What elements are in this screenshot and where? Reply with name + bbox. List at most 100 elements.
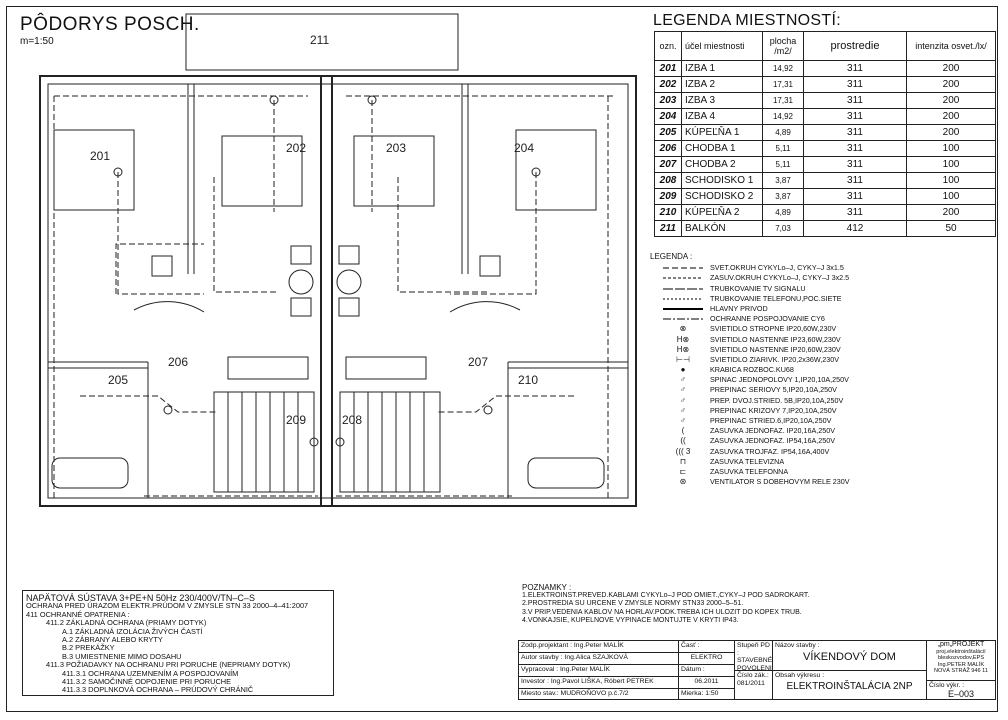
room-cell: 311 — [803, 60, 907, 77]
room-cell: 205 — [654, 124, 682, 141]
room-cell: 100 — [906, 156, 996, 173]
room-cell: 311 — [803, 124, 907, 141]
symbol-legend-text: HLAVNY PRIVOD — [710, 303, 768, 313]
room-cell: KÚPEĽŇA 2 — [681, 204, 763, 221]
rooms-legend-title: LEGENDA MIESTNOSTÍ: — [653, 12, 841, 29]
firm-line: NOVÁ STRÁŽ 946 11 — [934, 668, 988, 675]
symbol-legend-text: SVIETIDLO NASTENNE IP20,60W,230V — [710, 344, 841, 354]
title-block: Zodp.projektant : Ing.Peter MALÍK Autor … — [518, 640, 996, 700]
symbol-legend-text: PREP. DVOJ.STRIED. 5B,IP20,10A,250V — [710, 395, 844, 405]
symbol-legend-text: PREPINAC KRIZOVY 7,IP20,10A,250V — [710, 405, 837, 415]
col-header: účel miestnosti — [681, 31, 763, 61]
tb-label: Číslo výkr. : — [929, 682, 965, 689]
note-line: 1.ELEKTROINST.PREVED.KABLAMI CYKYLo–J PO… — [522, 592, 810, 600]
protection-box: NAPÄTOVÁ SÚSTAVA 3+PE+N 50Hz 230/400V/TN… — [22, 590, 334, 696]
symbol-legend-text: SPINAC JEDNOPOLOVY 1,IP20,10A,250V — [710, 375, 849, 385]
col-header: prostredie — [803, 31, 907, 61]
symbol-legend-row: ♂ PREPINAC KRIZOVY 7,IP20,10A,250V — [650, 406, 995, 416]
symbol-icon: ♂ — [680, 416, 686, 426]
room-cell: 311 — [803, 92, 907, 109]
symbol-legend-row: TRUBKOVANIE TV SIGNALU — [650, 284, 995, 294]
protection-line: 411.2 ZÁKLADNÁ OCHRANA (PRIAMY DOTYK) — [46, 618, 207, 628]
col-header: intenzita osvet./lx/ — [906, 31, 996, 61]
symbol-icon: ⊏ — [679, 466, 687, 476]
symbol-legend-text: KRABICA ROZBOC.KU68 — [710, 365, 794, 375]
symbol-legend-text: SVIETIDLO STROPNE IP20,60W,230V — [710, 324, 837, 334]
tb-value: Ing.Alica SZAJKOVÁ — [564, 654, 628, 661]
room-label-210: 210 — [518, 373, 538, 387]
room-cell: 202 — [654, 76, 682, 93]
room-cell: 17,31 — [762, 92, 804, 109]
protection-line: A.1 ZÁKLADNÁ IZOLÁCIA ŽIVÝCH ČASTÍ — [62, 626, 203, 636]
voltage-system: NAPÄTOVÁ SÚSTAVA 3+PE+N 50Hz 230/400V/TN… — [26, 593, 255, 603]
tb-label: Vypracoval : — [521, 666, 559, 673]
notes-title: POZNAMKY : — [522, 583, 572, 592]
symbol-icon: H⊗ — [676, 344, 690, 354]
symbol-icon: ((( 3 — [675, 446, 691, 456]
room-cell: 201 — [654, 60, 682, 77]
room-cell: BALKÓN — [681, 220, 763, 237]
tb-label: Obsah výkresu : — [775, 672, 825, 679]
col-header: ozn. — [654, 31, 682, 61]
room-cell: 311 — [803, 108, 907, 125]
symbol-legend-text: TRUBKOVANIE TV SIGNALU — [710, 283, 806, 293]
line-style-icon — [662, 265, 704, 271]
symbol-legend-text: VENTILATOR S DOBEHOVYM RELE 230V — [710, 477, 850, 487]
symbol-legend-title: LEGENDA : — [650, 252, 693, 261]
note-line: 4.VONKAJSIE, KUPELNOVE VYPINACE MONTUJTE… — [522, 616, 739, 624]
symbol-legend-text: ZASUVKA TELEFONNA — [710, 466, 789, 476]
symbol-legend-text: SVIETIDLO ZIARIVK. IP20,2x36W,230V — [710, 354, 840, 364]
symbol-legend-row: ⊢⊣SVIETIDLO ZIARIVK. IP20,2x36W,230V — [650, 355, 995, 365]
room-cell: 311 — [803, 140, 907, 157]
symbol-icon: ♂ — [680, 395, 686, 405]
room-cell: 200 — [906, 204, 996, 221]
room-cell: 412 — [803, 220, 907, 237]
line-style-icon — [662, 275, 704, 281]
room-cell: 311 — [803, 172, 907, 189]
room-cell: 100 — [906, 188, 996, 205]
drawing-scale: m=1:50 — [20, 36, 54, 47]
room-cell: 200 — [906, 108, 996, 125]
symbol-legend-text: ZASUVKA JEDNOFAZ. IP20,16A,250V — [710, 426, 836, 436]
room-label-204: 204 — [514, 141, 534, 155]
symbol-legend-row: ♂PREPINAC SERIOVY 5,IP20,10A,250V — [650, 385, 995, 395]
symbol-icon: (( — [680, 436, 686, 446]
rooms-legend-header: ozn. účel miestnosti plocha /m2/ prostre… — [654, 31, 996, 61]
room-cell: 200 — [906, 92, 996, 109]
symbol-icon: ( — [681, 426, 685, 436]
symbol-icon: ♂ — [680, 405, 686, 415]
protection-line: OCHRANA PRED ÚRAZOM ELEKTR.PRÚDOM V ZMYS… — [26, 601, 309, 611]
symbol-legend: LEGENDA : SVET.OKRUH CYKYLo–J, CYKY–J 3x… — [650, 252, 995, 487]
room-cell: 311 — [803, 76, 907, 93]
room-cell: 4,89 — [762, 124, 804, 141]
firm-line: proj.elektroinštalácií — [936, 648, 986, 655]
protection-line: A.2 ZÁBRANY ALEBO KRYTY — [62, 635, 163, 645]
tb-value: Ing.Peter MALÍK — [573, 642, 624, 649]
room-label-202: 202 — [286, 141, 306, 155]
symbol-legend-row: ● KRABICA ROZBOC.KU68 — [650, 365, 995, 375]
symbol-legend-text: ZASUVKA JEDNOFAZ. IP54,16A,250V — [710, 436, 836, 446]
room-cell: 311 — [803, 204, 907, 221]
tb-label: Časť : — [679, 641, 735, 653]
room-cell: 211 — [654, 220, 682, 237]
tb-value: Ing.Peter MALÍK — [560, 666, 610, 673]
symbol-legend-row: ⊗SVIETIDLO STROPNE IP20,60W,230V — [650, 324, 995, 334]
protection-line: B.2 PREKÁŽKY — [62, 643, 115, 653]
room-cell: 100 — [906, 172, 996, 189]
tb-label: Stupeň PD : — [737, 642, 770, 657]
symbol-legend-row: ⊏ ZASUVKA TELEFONNA — [650, 467, 995, 477]
symbol-legend-row: OCHRANNE POSPOJOVANIE CY6 — [650, 314, 995, 324]
symbol-legend-row: ♂PREPINAC STRIED.6,IP20,10A,250V — [650, 416, 995, 426]
symbol-legend-row: TRUBKOVANIE TELEFONU,POC.SIETE — [650, 294, 995, 304]
protection-line: 411.3.3 DOPLNKOVÁ OCHRANA – PRÚDOVÝ CHRÁ… — [62, 685, 254, 695]
tb-label: Dátum : — [679, 665, 735, 677]
tb-value: 06.2011 — [679, 677, 735, 689]
room-cell: 210 — [654, 204, 682, 221]
room-cell: IZBA 2 — [681, 76, 763, 93]
rooms-legend-table: ozn. účel miestnosti plocha /m2/ prostre… — [654, 31, 996, 237]
symbol-icon: ● — [680, 365, 686, 375]
